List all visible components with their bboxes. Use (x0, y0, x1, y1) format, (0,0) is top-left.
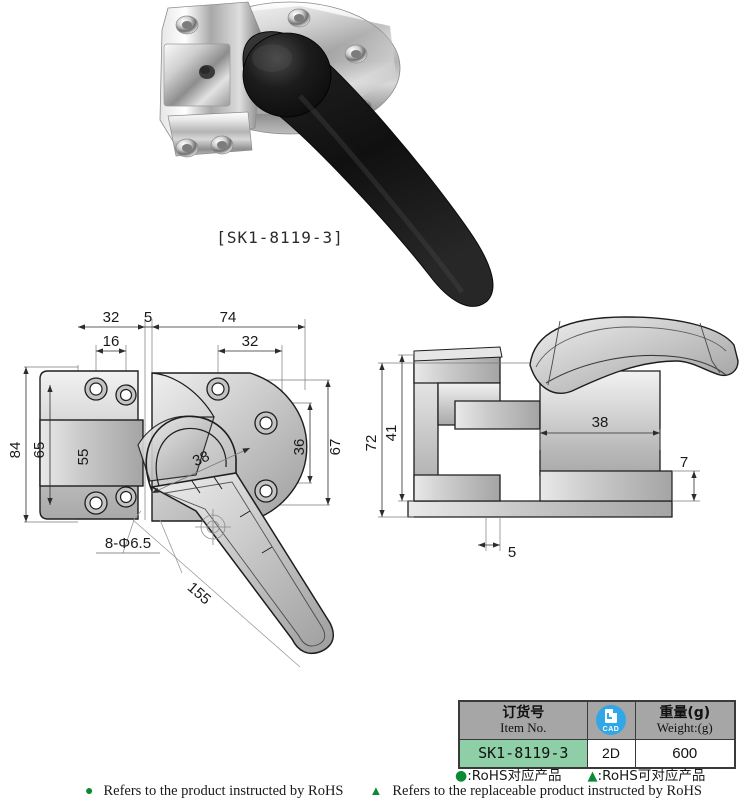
dim-65: 65 (31, 442, 48, 459)
side-view-dimension-lines (379, 355, 697, 548)
spec-table-header-row: 订货号 Item No. CAD 重量(g) Weight:(g) (458, 700, 736, 740)
technical-drawing-block: 32 5 74 16 32 84 65 55 67 36 38 155 8-Φ6… (0, 305, 750, 705)
cad-icon[interactable]: CAD (596, 705, 626, 736)
technical-drawing: 32 5 74 16 32 84 65 55 67 36 38 155 8-Φ6… (7, 309, 739, 668)
dim-38-side: 38 (592, 414, 609, 431)
dim-holes-callout: 8-Φ6.5 (105, 535, 151, 552)
rohs-triangle-text-en: Refers to the replaceable product instru… (392, 783, 702, 799)
header-cad[interactable]: CAD (586, 700, 636, 740)
cell-weight: 600 (634, 738, 736, 769)
front-view-geometry (39, 370, 335, 655)
table-row: SK1-8119-3 2D 600 (458, 738, 736, 769)
dim-72: 72 (363, 435, 380, 452)
rohs-dot-text-cn: :RoHS对应产品 (467, 768, 562, 784)
dim-38: 38 (190, 448, 212, 470)
dim-32-mid: 32 (242, 333, 259, 350)
rohs-legend-chinese: ●:RoHS对应产品 ▲:RoHS可对应产品 (455, 764, 705, 784)
product-photo-block: [SK1-8119-3] (0, 0, 750, 310)
cad-icon-label: CAD (602, 725, 620, 733)
dim-36: 36 (291, 439, 308, 456)
rohs-legend-english: ● Refers to the product instructed by RoH… (85, 783, 702, 800)
header-item-no-cn: 订货号 (502, 705, 545, 722)
dim-67: 67 (327, 439, 344, 456)
dim-5-top: 5 (144, 309, 152, 326)
rohs-triangle-icon: ▲ (587, 769, 598, 784)
cad-document-glyph (605, 709, 617, 724)
spec-table: 订货号 Item No. CAD 重量(g) Weight:(g) SK1-81… (458, 700, 736, 769)
dim-84: 84 (7, 442, 24, 459)
product-photo-image (159, 1, 494, 307)
side-view-dimension-labels: 72 41 38 5 7 (363, 414, 688, 561)
dim-5-side: 5 (508, 544, 516, 561)
header-weight-cn: 重量(g) (659, 705, 711, 722)
dim-41: 41 (383, 425, 400, 442)
dim-16: 16 (103, 333, 120, 350)
dim-74-top: 74 (220, 309, 237, 326)
cell-item-no: SK1-8119-3 (458, 738, 588, 769)
rohs-dot-text-en: Refers to the product instructed by RoHS (103, 783, 344, 799)
rohs-triangle-icon-en: ▲ (369, 783, 383, 798)
side-view-geometry (407, 316, 739, 518)
front-view-dimension-lines (23, 324, 331, 668)
photo-chrome-bracket (159, 1, 263, 157)
rohs-triangle-text-cn: :RoHS可对应产品 (597, 768, 706, 784)
dim-32-top: 32 (103, 309, 120, 326)
photo-caption: [SK1-8119-3] (216, 228, 344, 247)
cad-document-fold (607, 713, 612, 720)
dim-7-side: 7 (680, 454, 688, 471)
photo-black-handle (242, 31, 494, 307)
header-weight: 重量(g) Weight:(g) (634, 700, 736, 740)
header-item-no: 订货号 Item No. (458, 700, 588, 740)
dim-155: 155 (184, 579, 214, 608)
pivot-center-mark (195, 509, 231, 545)
header-weight-en: Weight:(g) (656, 719, 713, 735)
cell-cad-type[interactable]: 2D (586, 738, 636, 769)
front-view-dimension-labels: 32 5 74 16 32 84 65 55 67 36 38 155 8-Φ6… (7, 309, 344, 608)
front-view-screw-holes (84, 377, 278, 515)
rohs-dot-icon: ● (455, 768, 468, 784)
dim-55: 55 (75, 449, 92, 466)
header-item-no-en: Item No. (500, 719, 547, 735)
rohs-dot-icon-en: ● (85, 784, 94, 799)
